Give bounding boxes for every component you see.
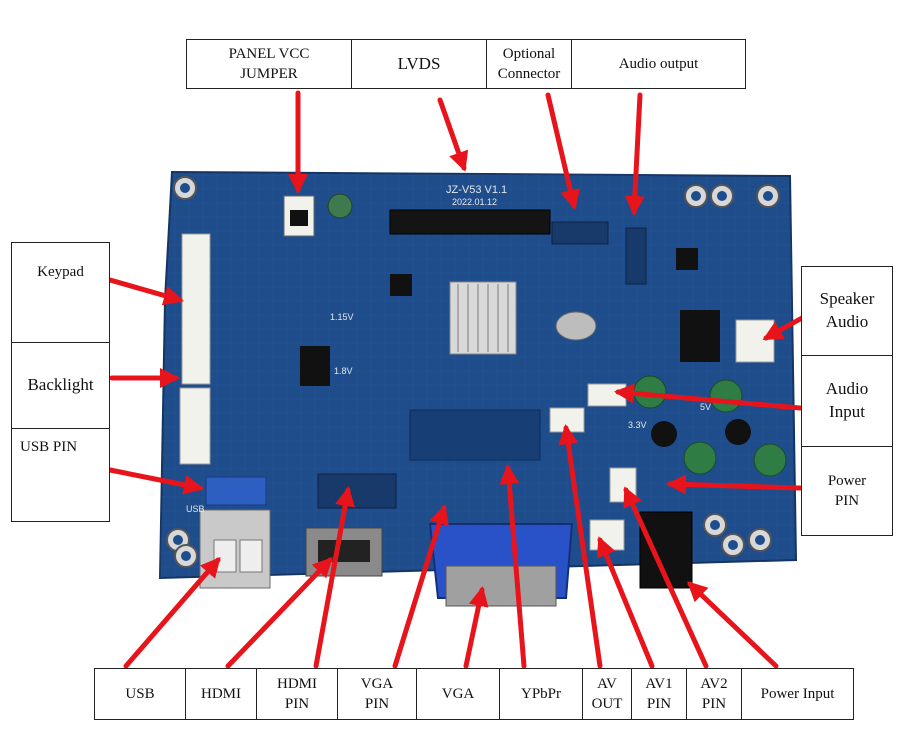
arrow-power-pin <box>666 474 803 495</box>
label-text: Speaker Audio <box>819 289 875 331</box>
arrow-av-out <box>558 424 603 669</box>
board-marking-usb: USB <box>186 504 205 514</box>
label-text: Audio output <box>618 55 699 72</box>
label-usb-pin: USB PIN <box>11 428 110 522</box>
label-text: AV OUT <box>591 675 623 712</box>
label-text: USB PIN <box>20 439 78 455</box>
arrow-vga-pin <box>392 504 449 669</box>
pcb-board: JZ-V53 V1.1 2022.01.12 USB 3.3V 5V 1.8V … <box>158 170 798 607</box>
speaker-audio-connector <box>735 319 775 363</box>
audio-amp-chip <box>680 310 720 362</box>
av-out-connector <box>589 519 625 551</box>
arrow-vga <box>463 586 489 669</box>
crystal <box>555 311 597 341</box>
label-usb: USB <box>94 668 186 720</box>
label-text: Power PIN <box>827 472 867 509</box>
arrow-usb-pin <box>107 467 204 495</box>
label-text: HDMI PIN <box>277 675 317 712</box>
label-text: Keypad <box>37 264 84 281</box>
arrow-ypbpr <box>499 464 527 669</box>
label-power-pin: Power PIN <box>801 446 893 536</box>
label-hdmi-pin: HDMI PIN <box>256 668 338 720</box>
label-text: HDMI <box>201 685 241 702</box>
label-text: LVDS <box>397 53 441 73</box>
board-marking-1v15: 1.15V <box>330 312 354 322</box>
optional-connector <box>551 221 609 245</box>
label-text: Backlight <box>27 375 94 395</box>
label-backlight: Backlight <box>11 342 110 429</box>
label-text: VGA <box>441 685 475 702</box>
arrow-av2-pin <box>623 486 709 669</box>
arrow-av1-pin <box>596 536 655 669</box>
backlight-connector <box>179 387 211 465</box>
board-marking-1v8: 1.8V <box>334 366 353 376</box>
label-audio-input: Audio Input <box>801 355 893 447</box>
capacitor <box>725 419 751 445</box>
keypad-connector <box>181 233 211 385</box>
label-vga-pin: VGA PIN <box>337 668 417 720</box>
capacitor <box>709 379 743 413</box>
label-audio-output: Audio output <box>571 39 746 89</box>
label-text: Power Input <box>760 685 835 702</box>
ic <box>409 409 541 461</box>
arrow-hdmi <box>225 557 333 669</box>
capacitor <box>327 193 353 219</box>
mounting-holes <box>166 176 780 568</box>
label-text: AV2 PIN <box>700 675 728 712</box>
label-lvds: LVDS <box>351 39 487 89</box>
capacitor <box>683 441 717 475</box>
label-ypbpr: YPbPr <box>499 668 583 720</box>
usb-pin-header <box>205 476 267 506</box>
label-hdmi: HDMI <box>185 668 257 720</box>
label-text: PANEL VCC JUMPER <box>228 45 310 82</box>
av1-connector <box>609 467 637 503</box>
arrow-keypad <box>107 277 184 306</box>
label-text: Audio Input <box>825 379 869 421</box>
board-marking-3v3: 3.3V <box>628 420 647 430</box>
label-av1-pin: AV1 PIN <box>631 668 687 720</box>
arrow-power-input <box>687 581 779 669</box>
label-vga: VGA <box>416 668 500 720</box>
ic <box>300 346 330 386</box>
label-text: AV1 PIN <box>645 675 673 712</box>
audio-input-connector <box>587 383 627 407</box>
arrow-optional-connector <box>545 92 581 210</box>
capacitor <box>651 421 677 447</box>
label-optional-connector: Optional Connector <box>486 39 572 89</box>
lvds-header <box>389 209 551 235</box>
label-av-out: AV OUT <box>582 668 632 720</box>
label-text: VGA PIN <box>360 675 394 712</box>
label-av2-pin: AV2 PIN <box>686 668 742 720</box>
board-model: JZ-V53 V1.1 <box>446 184 507 196</box>
power-jack <box>639 511 693 589</box>
heat-sink <box>449 281 517 355</box>
label-text: USB <box>125 685 155 702</box>
label-text: YPbPr <box>520 685 561 702</box>
ic <box>390 274 412 296</box>
label-keypad: Keypad <box>11 242 110 343</box>
arrow-usb <box>123 556 221 669</box>
arrow-lvds <box>437 97 469 172</box>
label-power-input: Power Input <box>741 668 854 720</box>
arrow-audio-output <box>624 92 645 216</box>
arrow-speaker-audio <box>762 315 805 341</box>
ic <box>676 248 698 270</box>
audio-output-header <box>625 227 647 285</box>
arrow-hdmi-pin <box>313 486 355 669</box>
callout-arrows <box>107 90 805 669</box>
capacitor <box>753 443 787 477</box>
label-panel-vcc-jumper: PANEL VCC JUMPER <box>186 39 352 89</box>
hdmi-pin-header <box>317 473 397 509</box>
label-speaker-audio: Speaker Audio <box>801 266 893 356</box>
board-marking-5v: 5V <box>700 402 711 412</box>
board-date: 2022.01.12 <box>452 197 497 207</box>
label-text: Optional Connector <box>497 45 561 82</box>
arrow-audio-input <box>614 383 803 411</box>
